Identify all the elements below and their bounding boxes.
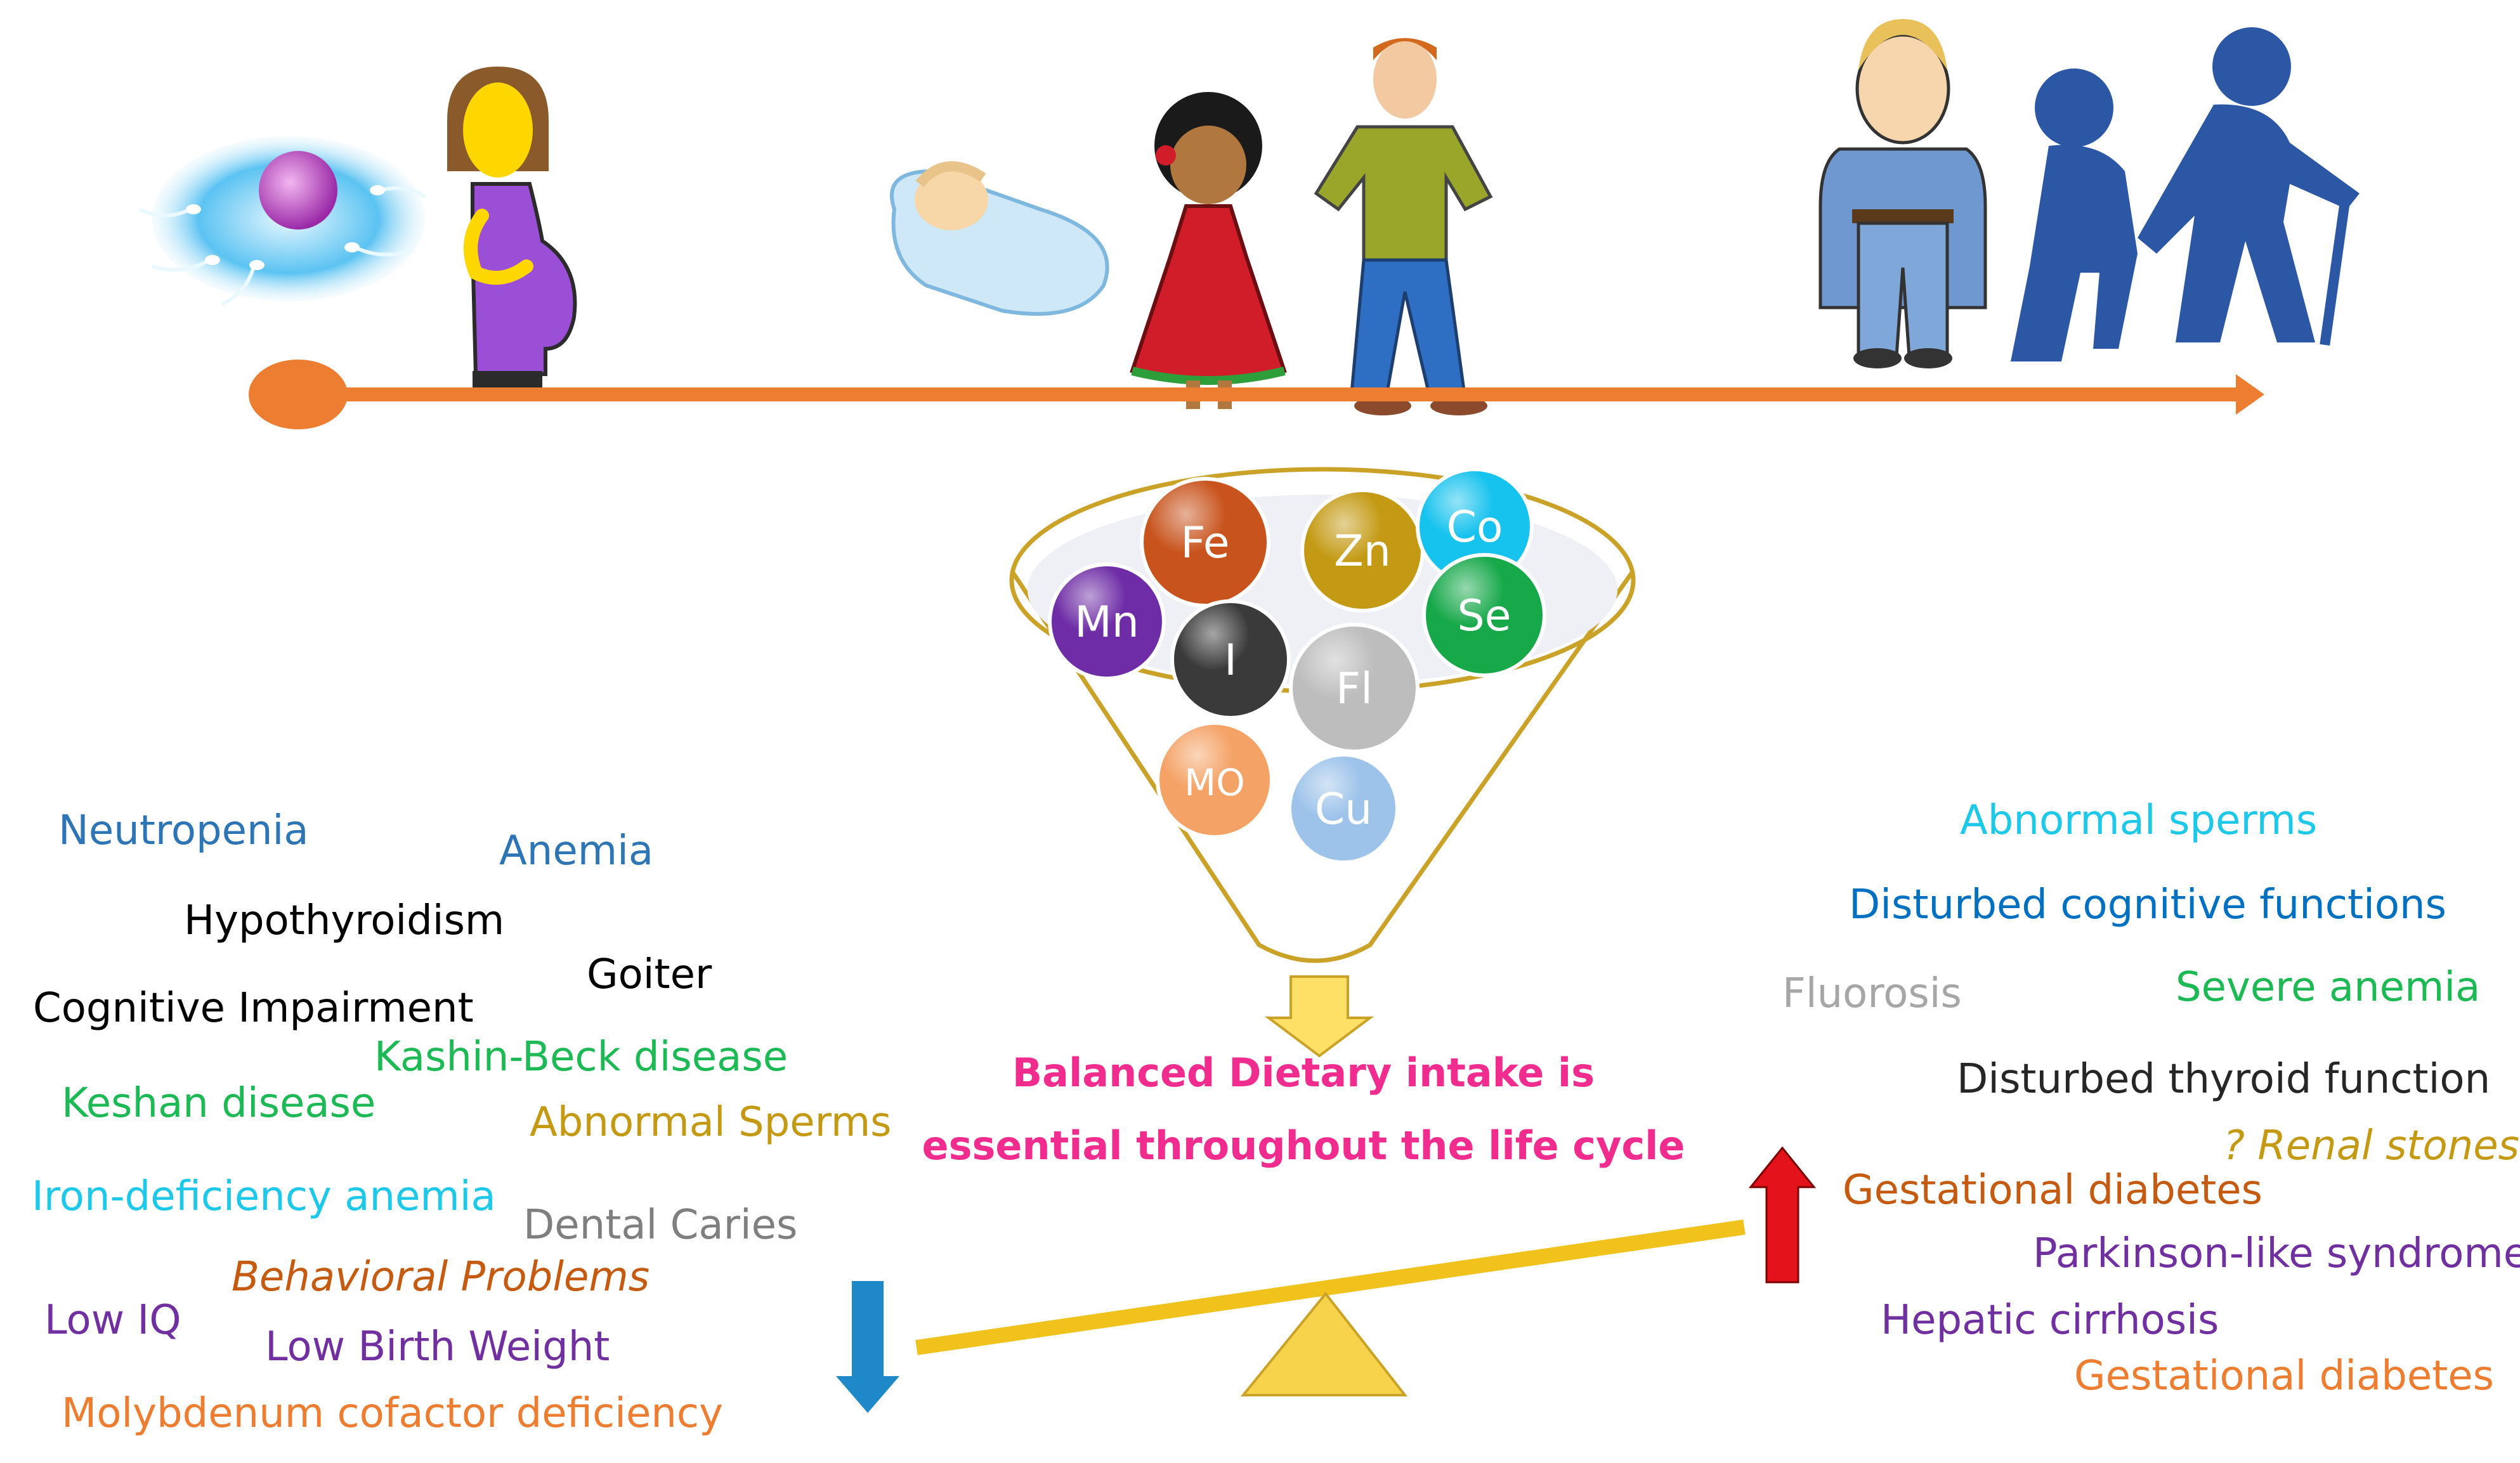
elderly-couple-icon — [2011, 27, 2360, 362]
condition-behavioral-problems: Behavioral Problems — [232, 1254, 650, 1301]
teen-boy-icon — [1314, 38, 1493, 415]
mineral-ball-co: Co — [1416, 467, 1534, 585]
condition-fluorosis: Fluorosis — [1782, 970, 1962, 1017]
up-arrow-icon — [1748, 1146, 1817, 1284]
girl-icon — [1130, 92, 1287, 409]
mineral-symbol: Fl — [1336, 664, 1373, 714]
mineral-ball-fl: Fl — [1289, 623, 1420, 753]
condition-iron-deficiency-anemia: Iron-deficiency anemia — [32, 1173, 496, 1220]
sperm-egg-icon — [138, 136, 426, 306]
pregnant-woman-icon — [447, 67, 577, 396]
adult-man-icon — [1818, 19, 1987, 368]
mineral-symbol: Mn — [1074, 597, 1139, 647]
condition-neutropenia: Neutropenia — [58, 807, 309, 854]
balanced-intake-message-line1: Balanced Dietary intake is — [1012, 1050, 1595, 1096]
condition-molybdenum-cofactor-deficiency: Molybdenum cofactor deficiency — [62, 1390, 723, 1437]
balanced-intake-message-line2: essential throughout the life cycle — [922, 1122, 1685, 1169]
down-arrow-icon — [836, 1281, 899, 1413]
condition-severe-anemia: Severe anemia — [2176, 964, 2481, 1011]
condition-hypothyroidism: Hypothyroidism — [184, 897, 505, 944]
condition-gestational-diabetes-1: Gestational diabetes — [1843, 1167, 2262, 1214]
mineral-ball-i: I — [1170, 599, 1291, 720]
condition-disturbed-cognitive-functions: Disturbed cognitive functions — [1849, 881, 2446, 928]
condition-abnormal-sperms-excess: Abnormal sperms — [1960, 797, 2318, 844]
mineral-symbol: MO — [1184, 761, 1245, 804]
mineral-symbol: Fe — [1180, 518, 1229, 568]
condition-keshan: Keshan disease — [62, 1080, 376, 1127]
condition-anemia: Anemia — [499, 828, 654, 875]
funnel-output-arrow — [1265, 975, 1374, 1058]
baby-icon — [890, 161, 1109, 316]
condition-low-birth-weight: Low Birth Weight — [265, 1323, 610, 1370]
condition-cognitive-impairment: Cognitive Impairment — [33, 985, 474, 1032]
mineral-symbol: I — [1224, 635, 1237, 686]
condition-goiter: Goiter — [587, 951, 712, 998]
condition-low-iq: Low IQ — [44, 1297, 181, 1344]
condition-kashin-beck: Kashin-Beck disease — [374, 1034, 788, 1081]
condition-hepatic-cirrhosis: Hepatic cirrhosis — [1881, 1297, 2219, 1344]
mineral-ball-se: Se — [1422, 553, 1546, 677]
mineral-ball-mn: Mn — [1048, 562, 1166, 680]
condition-gestational-diabetes-2: Gestational diabetes — [2074, 1353, 2494, 1400]
mineral-symbol: Se — [1458, 591, 1511, 641]
mineral-symbol: Cu — [1315, 784, 1373, 835]
condition-abnormal-sperms: Abnormal Sperms — [530, 1099, 892, 1146]
mineral-ball-mo: MO — [1156, 721, 1274, 839]
mineral-symbol: Zn — [1334, 526, 1391, 576]
balance-seesaw — [915, 1219, 1746, 1396]
mineral-ball-fe: Fe — [1140, 477, 1270, 608]
condition-renal-stones: ? Renal stones — [2223, 1122, 2519, 1169]
mineral-ball-cu: Cu — [1288, 753, 1399, 864]
mineral-symbol: Co — [1446, 502, 1503, 552]
condition-disturbed-thyroid-function: Disturbed thyroid function — [1957, 1056, 2491, 1103]
condition-parkinson-like-syndrome: Parkinson-like syndrome — [2033, 1230, 2520, 1277]
life-cycle-timeline-arrow — [249, 360, 2264, 429]
condition-dental-caries: Dental Caries — [523, 1202, 798, 1249]
mineral-ball-zn: Zn — [1300, 488, 1425, 613]
